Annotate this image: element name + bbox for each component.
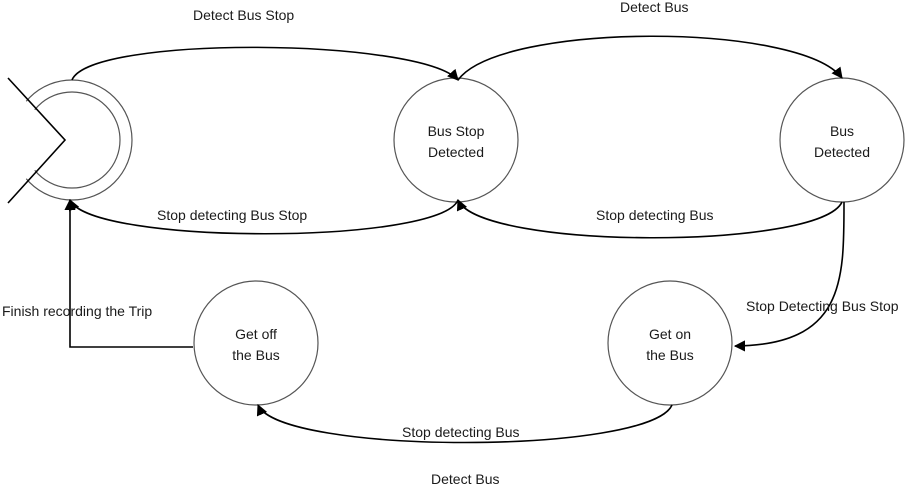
label-detect-bus-stop: Detect Bus Stop: [193, 7, 294, 23]
node-bus-detected-line1: Bus: [830, 123, 854, 139]
node-bus-stop-detected-line1: Bus Stop: [428, 123, 485, 139]
node-bus-detected: Bus Detected: [779, 77, 905, 203]
node-get-on-line1: Get on: [649, 326, 691, 342]
node-get-off-line2: the Bus: [232, 347, 279, 363]
edge-start-to-bus-stop: [71, 46, 459, 81]
node-get-on-line2: the Bus: [646, 347, 693, 363]
label-detect-bus-top: Detect Bus: [620, 0, 688, 15]
edge-bus-to-get-on: [733, 201, 845, 352]
start-state: [0, 75, 133, 205]
edge-bus-stop-to-bus: [457, 35, 843, 81]
edge-bus-to-bus-stop: [456, 198, 843, 239]
label-detect-bus-bottom: Detect Bus: [431, 471, 499, 487]
node-bus-stop-detected-line2: Detected: [428, 144, 484, 160]
label-stop-detecting-bus-bottom: Stop detecting Bus: [402, 424, 520, 440]
edge-bus-stop-to-start: [69, 198, 459, 235]
edge-get-on-to-get-off: [257, 403, 673, 444]
label-finish-recording: Finish recording the Trip: [2, 303, 152, 319]
node-get-off-line1: Get off: [235, 326, 277, 342]
label-stop-detecting-bus-right: Stop detecting Bus: [596, 207, 714, 223]
edge-get-off-to-start: [64, 198, 193, 348]
node-bus-stop-detected: Bus Stop Detected: [393, 77, 519, 203]
label-stop-detecting-bus-stop-right: Stop Detecting Bus Stop: [746, 298, 899, 314]
entry-chevron-icon: [7, 77, 67, 204]
node-get-on-bus: Get on the Bus: [607, 280, 733, 406]
node-bus-detected-line2: Detected: [814, 144, 870, 160]
node-get-off-bus: Get off the Bus: [193, 280, 319, 406]
label-stop-detecting-bus-stop: Stop detecting Bus Stop: [157, 207, 307, 223]
